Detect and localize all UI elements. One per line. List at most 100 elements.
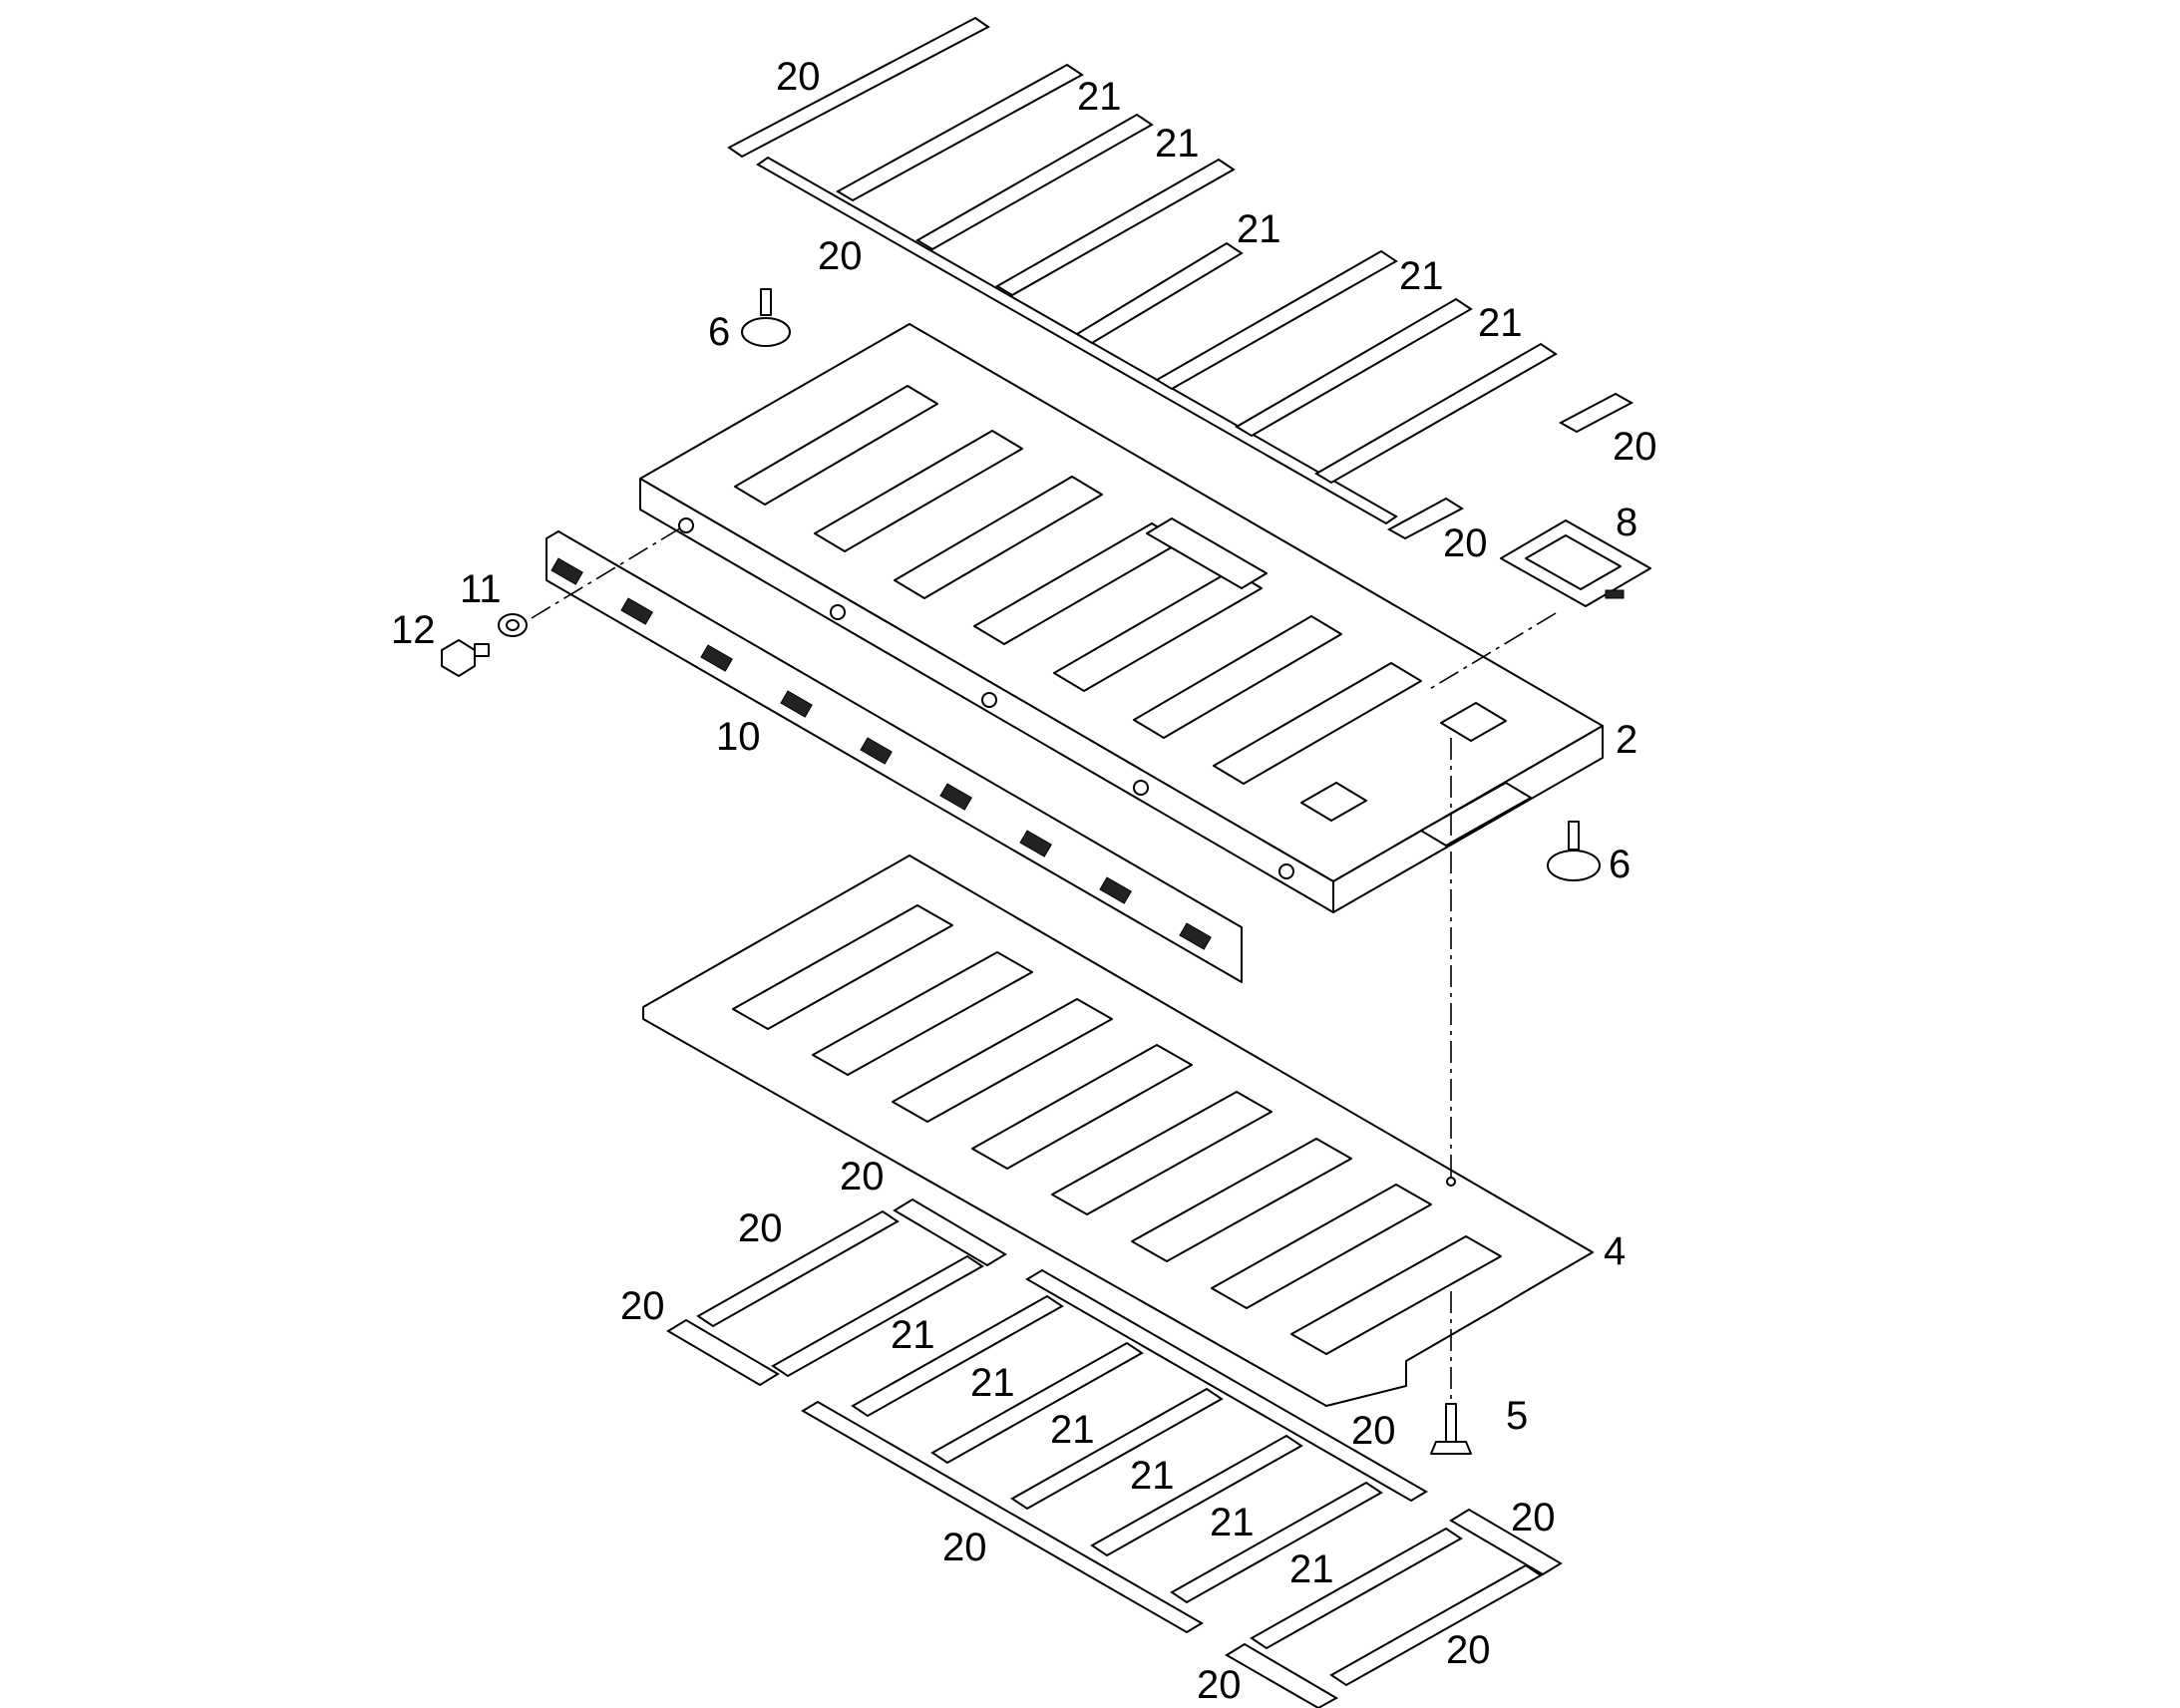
callout-4: 4 <box>1604 1229 1626 1273</box>
screw-shank <box>1445 1403 1457 1443</box>
lower-slot-7 <box>1211 1184 1432 1309</box>
bottom-strip-21-b <box>851 1294 1064 1418</box>
top-strip-21-a <box>835 63 1084 202</box>
hinge-tab-5 <box>860 737 893 765</box>
top-strip-group <box>727 16 1635 540</box>
callout-12: 12 <box>391 608 436 652</box>
bottom-strip-20-long-a <box>1025 1268 1428 1503</box>
bottom-strip-20-d <box>1449 1508 1563 1576</box>
hinge-tab-3 <box>700 644 733 672</box>
callout-20-top: 20 <box>776 55 821 99</box>
bottom-strip-20-b <box>696 1209 900 1328</box>
lower-slot-3 <box>892 998 1113 1123</box>
upper-hole-1 <box>678 517 694 533</box>
top-strip-21-d <box>1075 241 1244 345</box>
upper-hole-3 <box>981 692 997 708</box>
hinge-tabs <box>550 557 1212 950</box>
bottom-strip-21-e <box>1090 1434 1303 1557</box>
lower-plate <box>642 854 1594 1407</box>
callout-21-b6: 21 <box>1289 1547 1334 1591</box>
callout-20-b4: 20 <box>1351 1409 1396 1453</box>
bottom-strip-20-c <box>666 1318 780 1387</box>
callout-8: 8 <box>1616 501 1637 544</box>
lower-slot-4 <box>971 1044 1193 1170</box>
callout-2: 2 <box>1616 718 1637 762</box>
upper-small-window-a <box>1300 782 1367 822</box>
foot-top-body <box>741 317 791 347</box>
bolt-head <box>441 639 476 677</box>
top-strip-21-b <box>915 113 1154 251</box>
callout-20-b3: 20 <box>620 1284 665 1328</box>
latch-clip <box>1605 589 1625 599</box>
callout-21-b4: 21 <box>1130 1454 1175 1498</box>
washer <box>498 613 528 637</box>
callout-21-a: 21 <box>1077 75 1122 119</box>
centerline-bolt <box>531 525 684 619</box>
callout-20-b6: 20 <box>1511 1496 1556 1539</box>
callout-20-small-a: 20 <box>1613 425 1657 469</box>
upper-slot-3 <box>894 476 1103 599</box>
callout-21-b: 21 <box>1155 122 1200 166</box>
callout-21-b5: 21 <box>1210 1501 1255 1544</box>
bottom-strip-group <box>666 1197 1563 1708</box>
foot-top-stem <box>760 288 772 316</box>
top-strip-20-a <box>727 16 990 159</box>
top-strip-21-g <box>1314 342 1558 485</box>
upper-slot-6 <box>1133 615 1342 739</box>
callout-20-b5: 20 <box>942 1526 987 1569</box>
callout-labels: 20 21 21 21 21 21 20 20 20 8 2 6 6 12 11… <box>391 55 1657 1707</box>
lower-slot-2 <box>812 951 1033 1076</box>
bottom-strip-21-d <box>1010 1387 1224 1511</box>
hinge-tab-2 <box>620 597 653 625</box>
upper-slot-2 <box>814 430 1023 552</box>
hinge-tab-1 <box>550 557 583 585</box>
lower-slot-1 <box>732 904 953 1030</box>
callout-6-top: 6 <box>708 310 730 354</box>
callout-21-d: 21 <box>1399 254 1444 298</box>
hinge-tab-9 <box>1179 922 1212 950</box>
top-strip-20-small-a <box>1558 392 1635 434</box>
bottom-strip-21-a <box>771 1254 984 1378</box>
upper-hole-2 <box>830 604 846 620</box>
lower-slot-8 <box>1290 1235 1502 1355</box>
lower-plate-outline <box>642 854 1594 1407</box>
bolt-shank <box>474 643 490 657</box>
hinge-tab-4 <box>780 690 813 718</box>
latch-window <box>1525 534 1622 590</box>
foot-top <box>741 288 791 347</box>
centerline-latch <box>1427 612 1557 691</box>
callout-20-b2: 20 <box>738 1206 783 1250</box>
upper-slot-7 <box>1213 662 1422 785</box>
upper-tray-notch <box>1420 782 1532 847</box>
callout-21-b2: 21 <box>970 1361 1015 1405</box>
callout-21-b3: 21 <box>1050 1408 1095 1452</box>
callout-21-c: 21 <box>1237 207 1281 251</box>
bottom-strip-20-e <box>1329 1563 1543 1687</box>
callout-20-small-b: 20 <box>1443 521 1488 565</box>
callout-20-b1: 20 <box>840 1155 885 1198</box>
callout-5: 5 <box>1506 1394 1528 1438</box>
hinge-bracket <box>545 530 1243 983</box>
foot-right <box>1547 821 1601 881</box>
bottom-strip-20-long-b <box>801 1400 1204 1634</box>
hinge-bracket-body <box>545 530 1243 983</box>
screw <box>1430 1403 1472 1455</box>
foot-right-stem <box>1568 821 1580 851</box>
lower-hole <box>1446 1177 1456 1187</box>
upper-small-window-b <box>1440 702 1507 742</box>
upper-slot-oval <box>1146 517 1268 589</box>
bottom-strip-20-a <box>893 1197 1007 1267</box>
upper-hole-4 <box>1133 780 1149 796</box>
upper-slot-5 <box>1053 569 1263 692</box>
bottom-strip-20-f <box>1225 1642 1339 1708</box>
lower-slot-6 <box>1131 1138 1352 1262</box>
hinge-tab-7 <box>1019 830 1052 857</box>
hinge-tab-6 <box>939 783 972 811</box>
callout-21-e: 21 <box>1478 301 1523 345</box>
top-strip-21-c <box>995 158 1236 297</box>
callout-20-b8: 20 <box>1197 1663 1242 1707</box>
upper-tray <box>639 323 1604 913</box>
upper-hole-5 <box>1278 863 1294 879</box>
callout-10: 10 <box>716 715 761 759</box>
